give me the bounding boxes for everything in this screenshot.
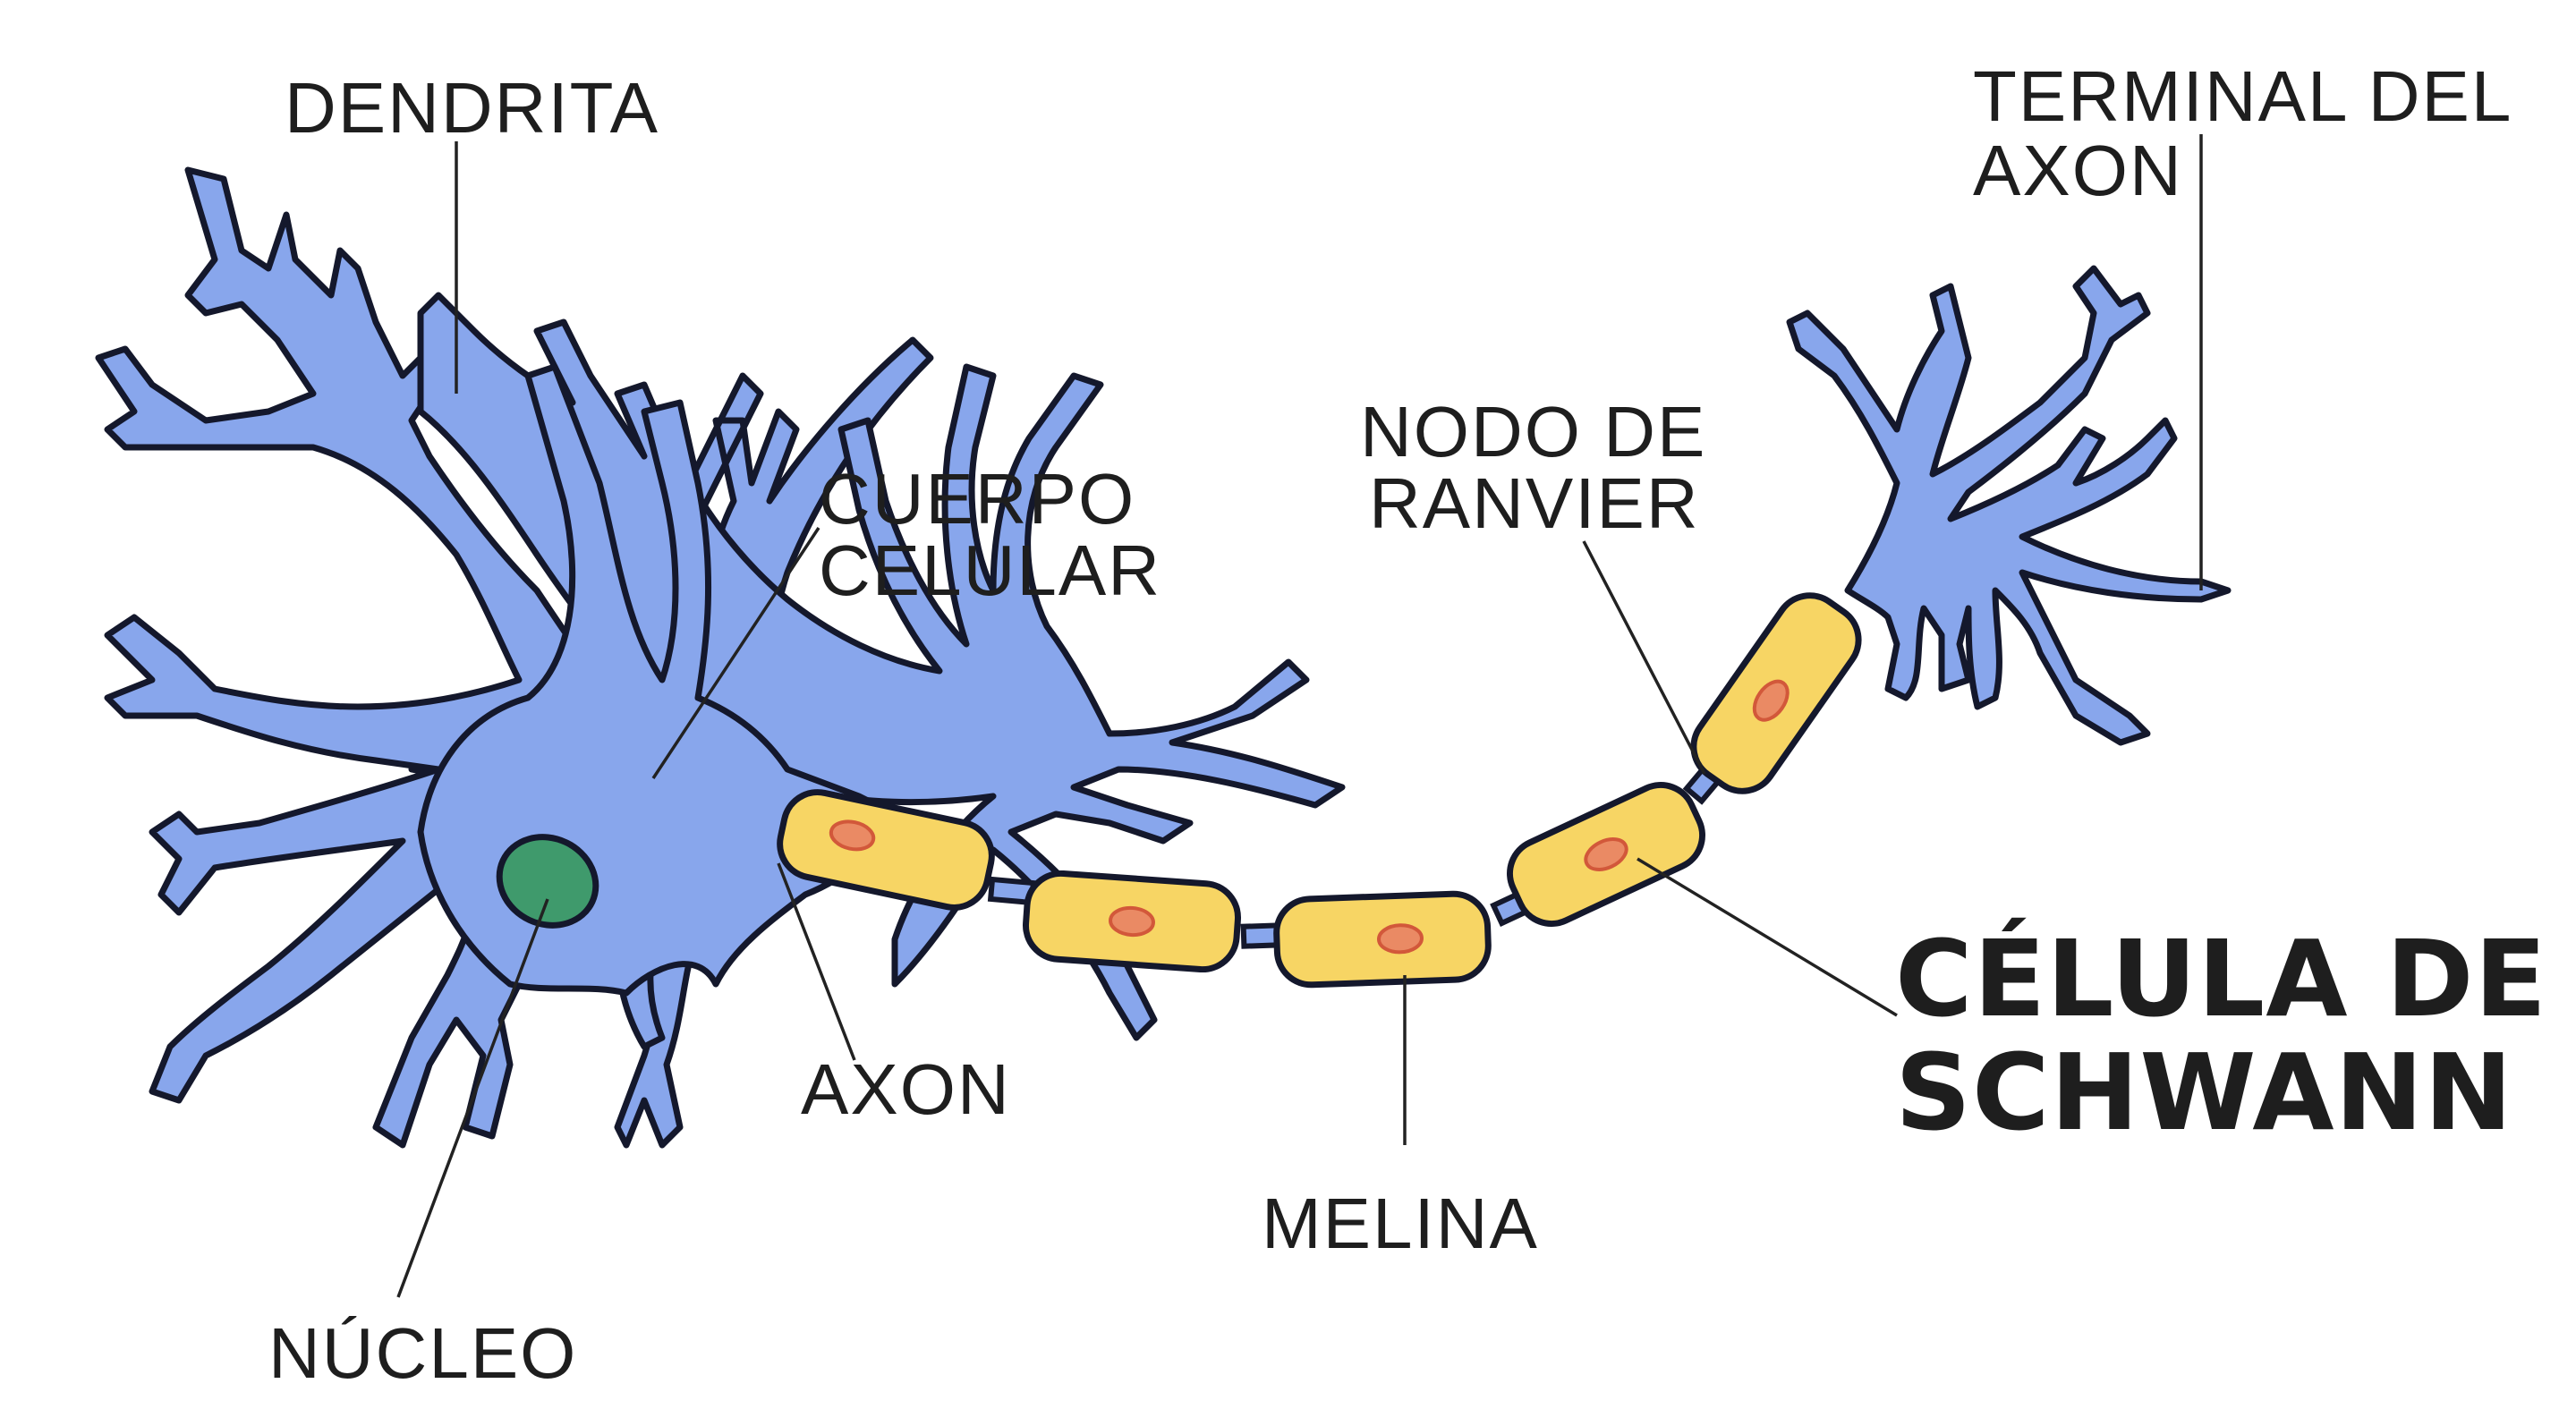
leader-lines [396, 134, 2203, 1298]
schwann-cell [1273, 890, 1492, 989]
axon-terminal [1786, 265, 2232, 746]
schwann-cells [777, 592, 1862, 989]
label-terminal-line1: TERMINAL DEL [1973, 56, 2512, 136]
label-schwann-line2: SCHWANN [1895, 1031, 2513, 1154]
neuron-body [95, 166, 1346, 1149]
leader-axon [777, 862, 856, 1061]
label-dendrita: DENDRITA [285, 68, 659, 148]
leader-schwann [1637, 857, 1898, 1017]
cell-nucleus [496, 834, 599, 929]
label-cuerpo-line1: CUERPO [819, 459, 1135, 539]
schwann-cell [1690, 592, 1862, 794]
label-axon: AXON [801, 1049, 1011, 1129]
schwann-cell [777, 789, 995, 911]
leader-nucleo [396, 898, 549, 1298]
label-nodo-line1: NODO DE [1360, 392, 1706, 471]
label-cuerpo-line2: CELULAR [819, 531, 1161, 610]
label-nucleo: NÚCLEO [268, 1313, 577, 1393]
label-schwann-line1: CÉLULA DE [1895, 917, 2547, 1040]
schwann-cell [1507, 782, 1705, 927]
label-melina: MELINA [1262, 1184, 1539, 1263]
label-nodo-line2: RANVIER [1369, 463, 1700, 543]
leader-cuerpo-celular [651, 527, 820, 779]
leader-nodo-ranvier [1582, 540, 1706, 775]
label-terminal-line2: AXON [1973, 131, 2183, 210]
schwann-cell [1022, 870, 1242, 973]
